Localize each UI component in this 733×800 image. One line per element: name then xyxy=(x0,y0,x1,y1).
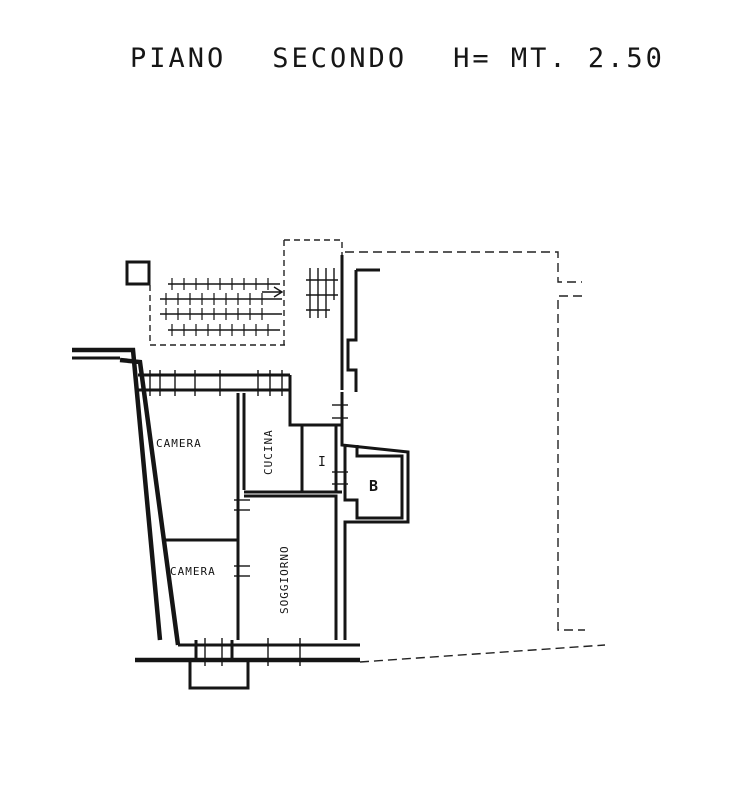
landing-outline xyxy=(149,239,343,346)
plan-title: PIANO SECONDO H= MT. 2.50 xyxy=(130,38,690,78)
chimney-square xyxy=(125,260,151,286)
terrace-outline xyxy=(345,251,585,631)
room-label-cucina: CUCINA xyxy=(262,429,275,475)
top-wall xyxy=(138,373,290,392)
stair-treads xyxy=(160,278,284,336)
soggiorno-top xyxy=(244,494,338,640)
door-ticks xyxy=(234,404,348,577)
exterior-left-wall xyxy=(72,347,181,646)
room-label-bath-i: I xyxy=(318,455,327,470)
top-windows xyxy=(149,370,283,396)
room-label-camera-1: CAMERA xyxy=(156,437,202,450)
bath-b-walls xyxy=(340,392,410,640)
terrace-wall xyxy=(340,255,380,392)
room-label-bath-b: B xyxy=(369,477,379,495)
stair-arrow xyxy=(262,286,284,298)
room-label-soggiorno: SOGGIORNO xyxy=(278,545,291,614)
partition-camera-cucina xyxy=(236,393,246,640)
staircase-area xyxy=(125,239,343,346)
terrace-bottom xyxy=(359,644,606,663)
shaft-marks xyxy=(306,268,338,318)
cucina-walls xyxy=(244,375,342,494)
terrace-area xyxy=(340,251,606,663)
title-height: H= MT. 2.50 xyxy=(453,42,665,74)
balcony xyxy=(188,640,250,690)
bath-i-walls xyxy=(302,425,342,494)
title-floor: PIANO xyxy=(130,42,227,74)
bottom-windows xyxy=(204,638,301,666)
room-label-camera-2: CAMERA xyxy=(170,565,216,578)
title-level: SECONDO xyxy=(272,42,408,74)
apartment-walls xyxy=(72,347,410,690)
